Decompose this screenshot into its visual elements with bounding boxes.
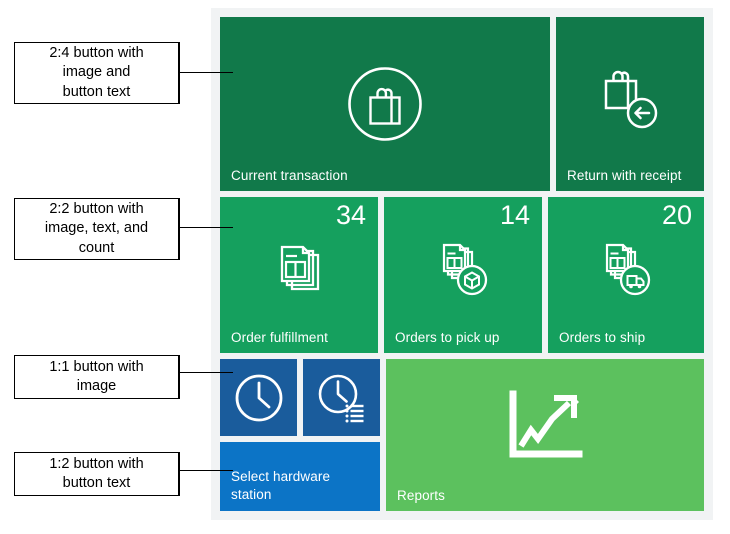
clock-list-icon: [303, 359, 380, 436]
annotation-1x1-line-2: image: [76, 378, 117, 394]
leader-bracket-2x4: [179, 42, 180, 104]
tile-count-order-fulfillment: 34: [335, 200, 366, 230]
tile-view-time-clock-entries[interactable]: [303, 359, 380, 436]
annotation-2x2-line-1: 2:2 button with: [49, 201, 144, 218]
annotation-1x1-line-1: 1:1 button with: [49, 358, 144, 375]
clock-icon: [220, 359, 297, 436]
tile-order-fulfillment[interactable]: 34 Order fulfillment: [220, 197, 378, 353]
tile-label-current-transaction: Current transaction: [231, 167, 348, 183]
leader-stem-1x1: [179, 372, 233, 373]
tile-current-transaction[interactable]: Current transaction: [220, 17, 550, 191]
tile-reports[interactable]: Reports: [386, 359, 704, 511]
tile-clock-in-out[interactable]: [220, 359, 297, 436]
shopping-bag-return-icon: [556, 17, 704, 191]
annotation-2x2-line-2: image, text, and: [44, 220, 149, 237]
tile-count-orders-to-pick-up: 14: [499, 200, 530, 230]
annotation-2x4-line-2: image and: [62, 64, 131, 81]
tile-select-hardware-station[interactable]: Select hardware station: [220, 442, 380, 511]
leader-stem-1x2: [179, 470, 233, 471]
tile-orders-to-ship[interactable]: 20 Orders to ship: [548, 197, 704, 353]
annotation-1x2: 1:2 button with button text: [14, 452, 179, 496]
tile-label-orders-to-ship: Orders to ship: [559, 329, 646, 345]
annotation-2x4-line-3: button text: [62, 83, 131, 100]
annotation-2x2-line-3: count: [78, 239, 115, 256]
leader-stem-2x4: [179, 72, 233, 73]
annotation-2x4-line-1: 2:4 button with: [49, 45, 144, 62]
leader-stem-2x2: [179, 227, 233, 228]
leader-bracket-1x2: [179, 452, 180, 496]
leader-bracket-2x2: [179, 198, 180, 260]
annotation-1x2-line-2: button text: [62, 475, 131, 491]
leader-bracket-1x1: [179, 355, 180, 399]
tile-label-reports: Reports: [397, 487, 445, 503]
tile-label-return-with-receipt: Return with receipt: [567, 167, 682, 183]
pos-tile-grid: Current transaction Return with receipt …: [211, 8, 713, 520]
shopping-bag-circle-icon: [220, 17, 550, 191]
annotation-2x4: 2:4 button with image and button text: [14, 42, 179, 104]
annotation-1x2-line-1: 1:2 button with: [49, 455, 144, 472]
annotation-2x2: 2:2 button with image, text, and count: [14, 198, 179, 260]
annotation-1x1: 1:1 button with image: [14, 355, 179, 399]
tile-label-order-fulfillment: Order fulfillment: [231, 329, 328, 345]
tile-return-with-receipt[interactable]: Return with receipt: [556, 17, 704, 191]
tile-label-orders-to-pick-up: Orders to pick up: [395, 329, 500, 345]
tile-orders-to-pick-up[interactable]: 14 Orders to pick up: [384, 197, 542, 353]
tile-label-select-hardware-station: Select hardware station: [231, 469, 331, 502]
tile-count-orders-to-ship: 20: [661, 200, 692, 230]
